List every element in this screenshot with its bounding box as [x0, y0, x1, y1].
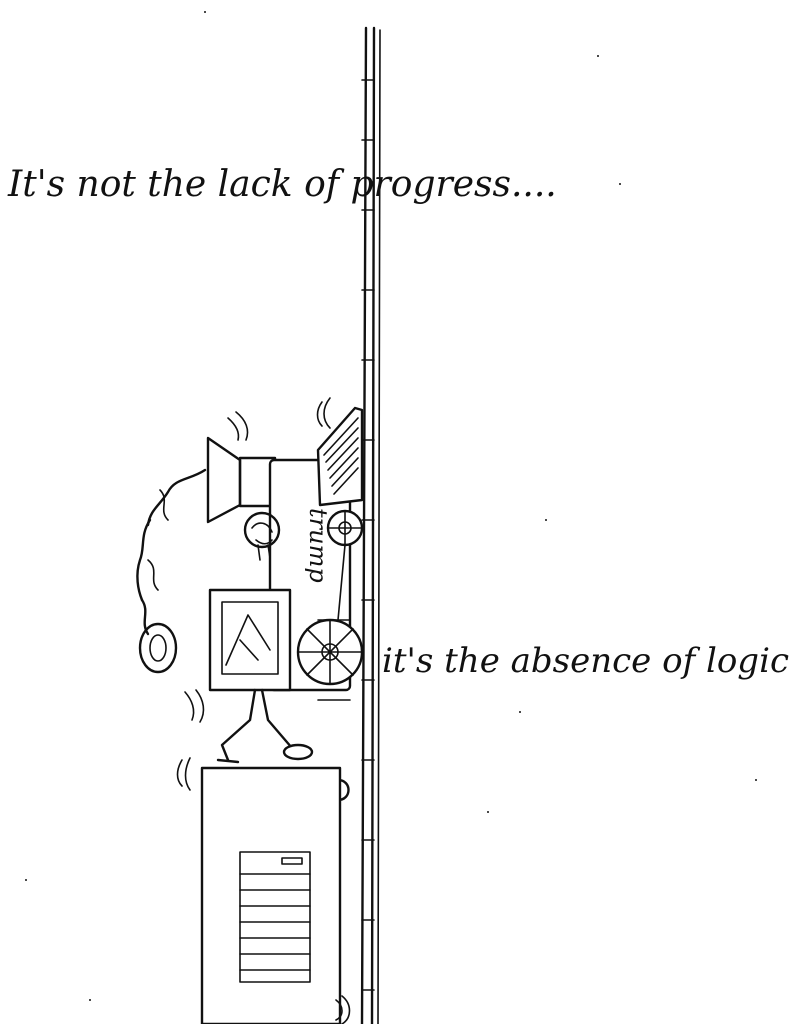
upper-wheel: [326, 509, 364, 547]
building-drawing: [200, 766, 351, 1024]
name-plate-text: trump: [304, 508, 332, 583]
lower-wheel: [296, 618, 364, 686]
paper-specks: [25, 11, 757, 1001]
name-plate: trump: [304, 508, 332, 583]
horn-drawing: [206, 436, 277, 524]
caption-middle: it's the absence of logic: [382, 641, 789, 681]
chain-drawing: [136, 468, 207, 674]
grille-drawing: [316, 406, 364, 507]
axle-rod: [337, 544, 346, 621]
motion-marks: [176, 397, 331, 791]
vertical-rail: [360, 26, 381, 1024]
walking-legs: [216, 688, 314, 764]
caption-top: It's not the lack of progress....: [7, 164, 557, 205]
